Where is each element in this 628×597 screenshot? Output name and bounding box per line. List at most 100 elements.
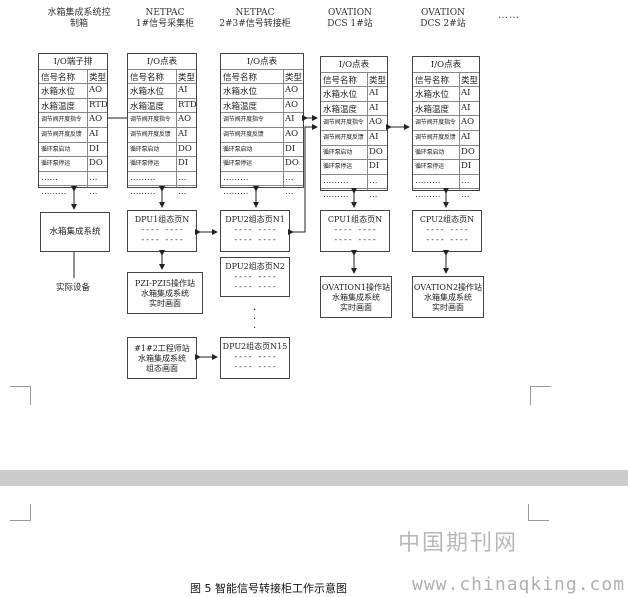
box-label: DPU2组态页N15 [222,342,288,351]
dash-line: ---- ---- [425,235,469,244]
box-label: 实时画面 [149,299,181,308]
dash-line: ---- ---- [140,235,184,244]
cell-signal-name: 调节阀开度反馈 [41,131,82,138]
figure-caption: 图 5 智能信号转接柜工作示意图 [190,582,347,595]
cell-type: AO [285,99,299,110]
watermark-url: www.chinaqking.com [412,574,626,595]
box-label: PZI-PZI5操作站 [135,279,195,288]
header-ovation-dcs-2: OVATION DCS 2#站 [398,8,488,30]
cell-signal-name: 水箱温度 [41,101,76,112]
dash-line: ---- ---- [233,362,277,371]
box-label: 组态画面 [146,364,178,373]
cell-type: … [461,175,470,186]
table-row: 循环泵启动 DO [321,144,387,160]
cell-type: AO [178,114,192,125]
header-line: NETPAC [145,8,185,18]
header-type: 类型 [369,75,387,86]
header-tank-control-box: 水箱集成系统控 制箱 [34,8,124,30]
table-title-row: I/O点表 [221,54,303,68]
cell-type: DI [178,158,189,169]
cell-signal-name: 水箱水位 [415,90,450,101]
header-more: …… [498,10,520,21]
table-title-row: I/O点表 [413,57,479,71]
cell-type: AO [89,114,103,125]
box-label: OVATION2操作站 [413,283,483,292]
header-line: 制箱 [69,19,88,29]
dash-line: ---- ---- [333,225,377,234]
cell-type: AI [285,114,295,125]
table-title: I/O点表 [246,57,278,67]
cell-type: AI [369,88,379,99]
ellipsis-dot: · [253,305,257,316]
table-row: 水箱水位 AI [413,86,479,101]
cell-type: AI [369,132,379,142]
cell-signal-name: ……… [415,190,441,201]
cell-type: … [178,172,187,183]
cell-signal-name: 水箱水位 [130,87,165,98]
table-title: I/O端子排 [53,57,93,67]
box-label: 水箱集成系统 [424,293,472,302]
cell-type: DO [89,158,103,169]
box-label: 实时画面 [432,303,464,312]
header-signal-name: 信号名称 [41,72,76,83]
cell-type: AI [369,102,379,113]
cell-type: AO [369,117,383,128]
column-divider [367,71,368,190]
cell-signal-name: 调节阀开度反馈 [130,131,171,138]
box-label: DPU2组态页N1 [225,215,285,224]
dash-line: ---- ---- [333,235,377,244]
box-label: 水箱集成系统 [138,354,186,363]
dash-line: ---- ---- [140,225,184,234]
cell-type: DO [461,146,475,157]
cell-type: AI [461,88,471,99]
table-header-row: 信号名称类型 [321,71,387,87]
cell-signal-name: 调节阀开度指令 [415,119,456,127]
cell-signal-name: 循环泵启动 [323,148,353,156]
cell-signal-name: ……… [323,190,349,201]
column-divider [283,68,284,187]
table-row: 调节阀开度指令 AO [128,112,196,127]
header-signal-name: 信号名称 [323,75,358,86]
ellipsis-dot: · [253,314,257,325]
header-line: DCS 2#站 [420,19,466,29]
cell-type: DO [369,146,383,157]
table-header-row: 信号名称类型 [39,68,107,84]
header-ovation-dcs-1: OVATION DCS 1#站 [305,8,395,30]
column-divider [176,68,177,187]
dash-line: ---- ---- [233,352,277,361]
dpu2-config-n15-box: DPU2组态页N15 ---- ---- ---- ---- [220,337,290,379]
cell-type: … [461,190,470,201]
header-line: OVATION [421,8,465,18]
table-header-row: 信号名称类型 [221,68,303,84]
cell-signal-name: 调节阀开度反馈 [415,134,456,141]
cell-signal-name: 循环泵启动 [41,145,71,153]
table-row: ………… [128,185,196,200]
cell-signal-name: ……… [223,172,249,183]
line-dpu2-loop [288,124,318,235]
cell-signal-name: ……… [130,172,156,183]
box-label: #1#2工程师站 [134,344,190,353]
table-title: I/O点表 [338,60,370,70]
cell-signal-name: 循环泵启动 [223,145,253,153]
dpu2-config-n2-box: DPU2组态页N2 ---- ---- ---- ---- [220,257,290,297]
dpu1-config-box: DPU1组态页N ---- ---- ---- ---- [127,210,197,252]
cell-type: … [89,172,98,183]
cell-signal-name: 调节阀开度指令 [130,116,171,124]
header-signal-name: 信号名称 [415,75,450,86]
ovation2-operator-station-box: OVATION2操作站 水箱集成系统 实时画面 [412,276,484,318]
cell-type: … [369,190,378,201]
cell-type: … [89,187,98,198]
column-divider [87,68,88,187]
crop-mark [530,386,551,405]
